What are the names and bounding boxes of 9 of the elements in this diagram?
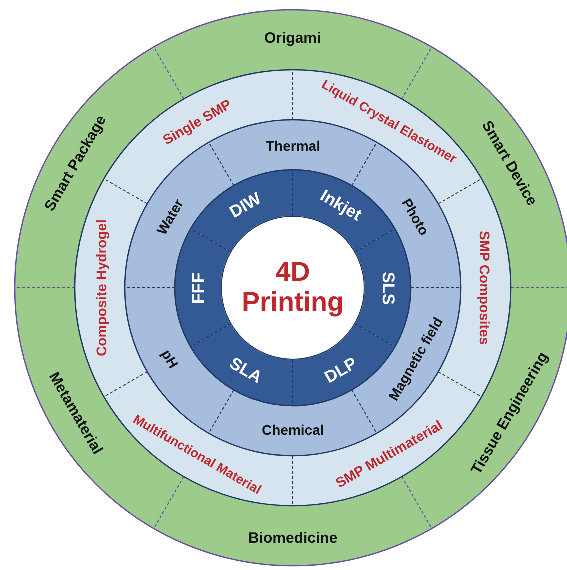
application-label: Origami	[264, 30, 322, 46]
technique-label: SLS	[380, 271, 397, 305]
material-label: Composite Hydrogel	[94, 220, 108, 356]
application-label: Biomedicine	[248, 530, 338, 546]
material-label: SMP Composites	[478, 230, 492, 346]
stimulus-label: Chemical	[262, 423, 324, 437]
stimulus-label: pH	[159, 347, 181, 371]
stimulus-label: Thermal	[266, 139, 320, 153]
technique-label: FFF	[190, 272, 207, 304]
